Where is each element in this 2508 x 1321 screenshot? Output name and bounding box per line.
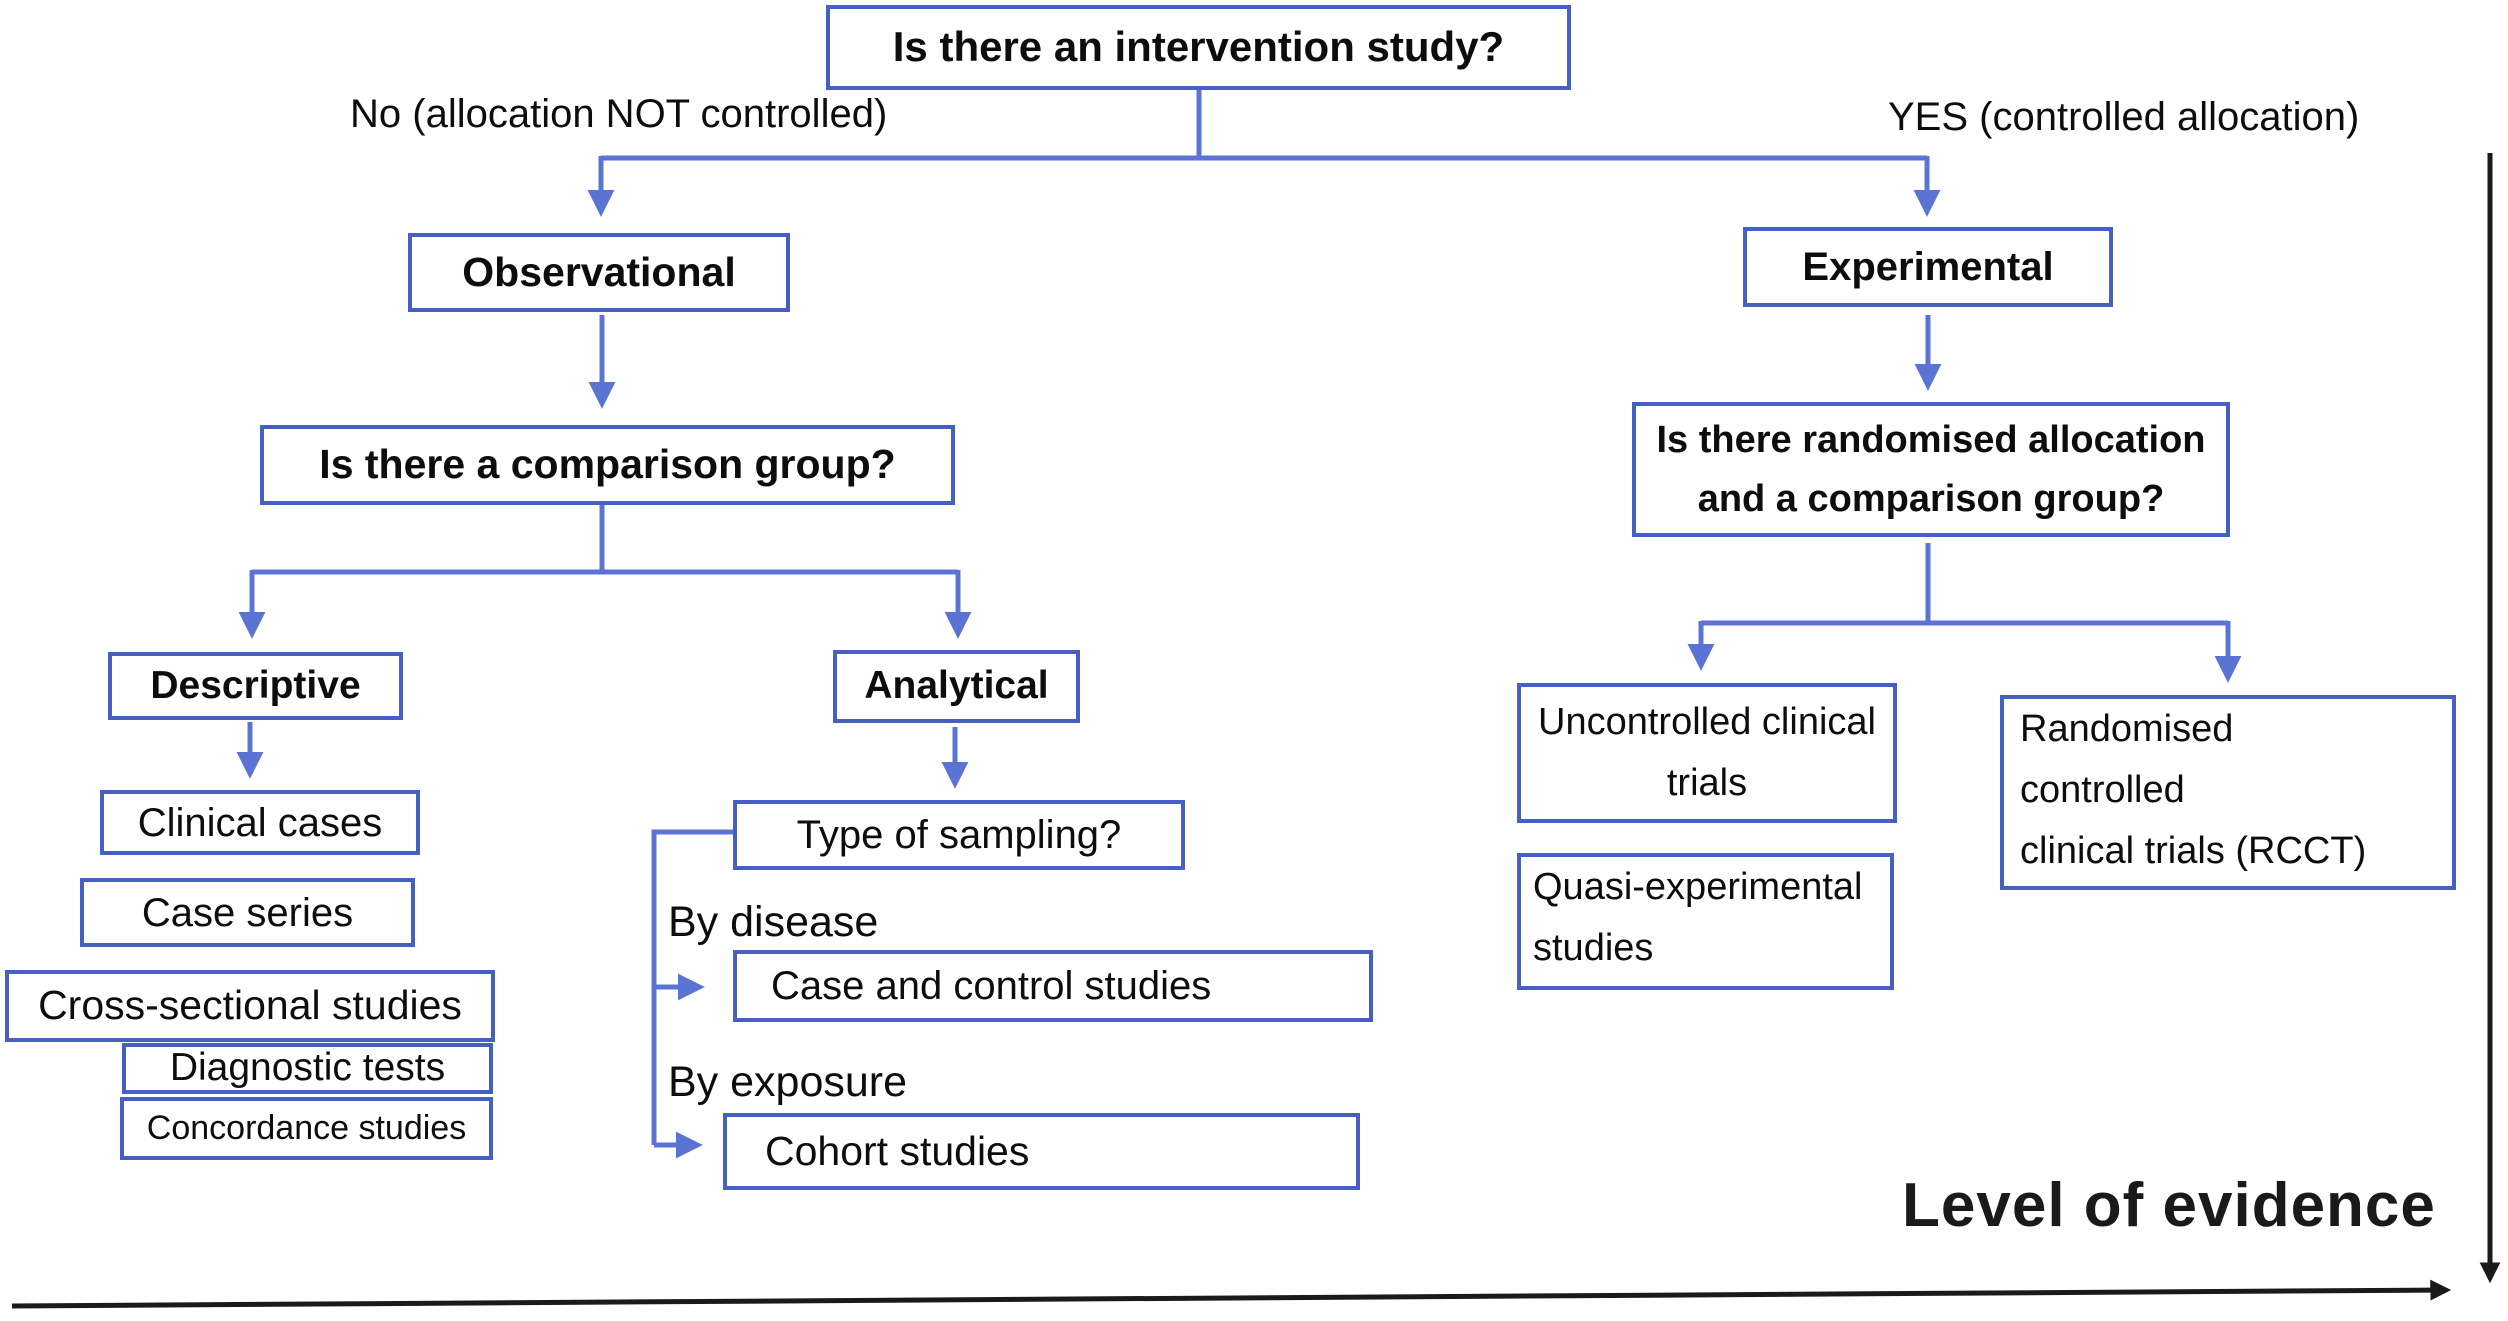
rcct-line3: clinical trials (RCCT) <box>2020 829 2367 872</box>
quasi-line2: studies <box>1533 926 1654 969</box>
node-case-series: Case series <box>80 878 415 947</box>
uncontrolled-line1: Uncontrolled clinical <box>1538 701 1876 744</box>
node-quasi-experimental: Quasi-experimental studies <box>1517 853 1894 990</box>
node-comparison-question: Is there a comparison group? <box>260 425 955 505</box>
node-descriptive: Descriptive <box>108 652 403 720</box>
node-clinical-cases: Clinical cases <box>100 790 420 855</box>
uncontrolled-line2: trials <box>1666 762 1748 804</box>
branch-label-by-disease: By disease <box>668 898 879 946</box>
node-cohort: Cohort studies <box>723 1113 1360 1190</box>
rcct-line2: controlled <box>2020 768 2185 811</box>
randomised-question-line2: and a comparison group? <box>1697 477 2165 520</box>
node-rcct: Randomised controlled clinical trials (R… <box>2000 695 2456 890</box>
node-intervention-question: Is there an intervention study? <box>826 5 1571 90</box>
branch-label-yes: YES (controlled allocation) <box>1888 95 2360 139</box>
node-observational: Observational <box>408 233 790 312</box>
node-randomised-question: Is there randomised allocation and a com… <box>1632 402 2230 537</box>
node-cross-sectional: Cross-sectional studies <box>5 970 495 1042</box>
node-analytical: Analytical <box>833 650 1080 723</box>
randomised-question-line1: Is there randomised allocation <box>1656 418 2206 461</box>
branch-label-no: No (allocation NOT controlled) <box>350 92 888 136</box>
node-case-control: Case and control studies <box>733 950 1373 1022</box>
node-sampling-question: Type of sampling? <box>733 800 1185 870</box>
node-experimental: Experimental <box>1743 227 2113 307</box>
node-diagnostic-tests: Diagnostic tests <box>122 1043 493 1094</box>
rcct-line1: Randomised <box>2020 708 2234 750</box>
node-concordance-studies: Concordance studies <box>120 1097 493 1160</box>
axis-label-level-of-evidence: Level of evidence <box>1902 1171 2436 1240</box>
quasi-line1: Quasi-experimental <box>1533 866 1863 908</box>
node-uncontrolled-trials: Uncontrolled clinical trials <box>1517 683 1897 823</box>
branch-label-by-exposure: By exposure <box>668 1058 908 1106</box>
axis-horizontal-arrow <box>11 1279 2452 1309</box>
connector-sampling-bracket <box>651 829 733 1145</box>
